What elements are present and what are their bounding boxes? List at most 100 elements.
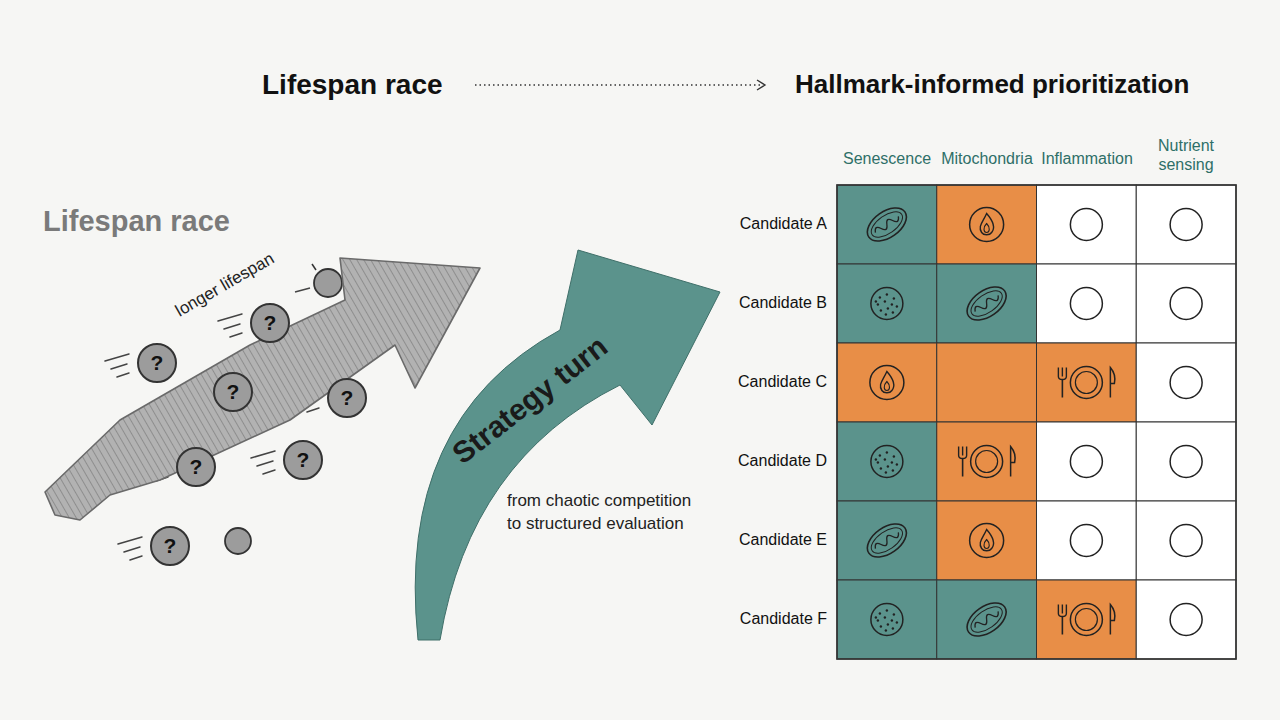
empty-ring xyxy=(1170,446,1202,478)
plain-ball xyxy=(314,269,342,297)
cell-icon xyxy=(896,621,898,623)
motion-line xyxy=(307,408,319,412)
plate-icon xyxy=(1075,372,1097,394)
empty-ring xyxy=(1170,209,1202,241)
empty-ring xyxy=(1170,367,1202,399)
cell-icon xyxy=(891,619,893,621)
motion-line xyxy=(118,537,142,544)
cell-icon xyxy=(887,307,889,309)
cell-icon xyxy=(880,309,882,311)
cell-icon xyxy=(887,623,889,625)
motion-line xyxy=(295,288,310,292)
knife-icon xyxy=(1011,447,1016,477)
cell-icon xyxy=(886,451,888,453)
question-ball: ? xyxy=(327,378,367,418)
arrow-outline xyxy=(40,240,490,530)
cell-icon xyxy=(877,303,879,305)
hallmark-table xyxy=(837,185,1236,659)
motion-line xyxy=(257,461,273,466)
section-title: Lifespan race xyxy=(43,204,273,239)
turn-arrow: Strategy turn xyxy=(390,240,730,645)
table-cell xyxy=(937,422,1037,501)
cell-icon xyxy=(885,313,887,315)
row-header: Candidate B xyxy=(690,293,827,312)
mitochondria-icon xyxy=(961,280,1012,327)
empty-ring xyxy=(1170,525,1202,557)
ball-mark: ? xyxy=(341,386,354,410)
fork-icon xyxy=(1062,617,1064,635)
cell-icon xyxy=(893,297,895,299)
arrow-outline xyxy=(390,240,730,645)
cell-icon xyxy=(884,616,886,618)
table-cell xyxy=(837,185,937,264)
cell-icon xyxy=(893,455,895,457)
empty-ring xyxy=(1070,209,1102,241)
cell-icon xyxy=(893,613,895,615)
table-cell xyxy=(1037,185,1137,264)
cell-icon xyxy=(884,300,886,302)
column-header: Inflammation xyxy=(1037,149,1137,168)
table-cell xyxy=(837,501,937,580)
plate-icon xyxy=(976,451,998,473)
table-cell xyxy=(837,343,937,422)
knife-icon xyxy=(1110,368,1115,398)
table-cell xyxy=(1037,264,1137,343)
cell-icon xyxy=(871,604,903,636)
plate-icon xyxy=(1070,604,1102,636)
cell-icon xyxy=(886,609,888,611)
cell-icon xyxy=(880,625,882,627)
flame-icon xyxy=(970,208,1004,242)
cell-icon xyxy=(892,627,894,629)
table-cell xyxy=(837,580,937,659)
arrow-head xyxy=(757,80,765,90)
question-ball: ? xyxy=(283,440,323,480)
table-cell xyxy=(937,264,1037,343)
table-cell xyxy=(1037,580,1137,659)
cell-icon xyxy=(880,467,882,469)
cell-icon xyxy=(896,305,898,307)
sketch-arrow: longer lifespan xyxy=(40,240,490,530)
table-cell xyxy=(837,422,937,501)
motion-line xyxy=(312,264,316,270)
mitochondria-icon xyxy=(873,530,900,552)
table-cell xyxy=(1136,501,1236,580)
table-cell xyxy=(1136,422,1236,501)
arrow-fill xyxy=(45,258,480,520)
header-text: Hallmark-informed prioritization xyxy=(795,69,1235,100)
column-header: Nutrient sensing xyxy=(1146,136,1226,174)
flame-icon xyxy=(880,372,894,393)
flame-icon xyxy=(884,382,889,391)
empty-ring xyxy=(1070,525,1102,557)
mitochondria-icon xyxy=(973,609,1000,631)
ball-mark: ? xyxy=(227,380,240,404)
empty-ring xyxy=(1070,446,1102,478)
table-cell xyxy=(937,501,1037,580)
ball-mark: ? xyxy=(190,455,203,479)
plate-icon xyxy=(971,446,1003,478)
motion-line xyxy=(111,364,127,369)
question-ball: ? xyxy=(213,372,253,412)
mitochondria-icon xyxy=(867,523,907,558)
fork-icon xyxy=(1062,380,1064,398)
flame-icon xyxy=(980,214,994,235)
cell-icon xyxy=(892,469,894,471)
cell-icon xyxy=(891,303,893,305)
motion-line xyxy=(263,470,275,474)
cell-icon xyxy=(877,461,879,463)
plate-icon xyxy=(1075,609,1097,631)
ball-mark: ? xyxy=(297,448,310,472)
table-cell xyxy=(937,185,1037,264)
ball-mark: ? xyxy=(264,311,277,335)
cell-icon xyxy=(879,454,881,456)
cell-icon xyxy=(875,458,877,460)
row-header: Candidate C xyxy=(690,372,827,391)
mitochondria-icon xyxy=(867,207,907,242)
column-header: Senescence xyxy=(837,149,937,168)
table-border xyxy=(837,185,1236,659)
mitochondria-icon xyxy=(967,602,1007,637)
mitochondria-icon xyxy=(861,201,912,248)
table-cell xyxy=(837,264,937,343)
fork-icon xyxy=(962,459,964,477)
empty-ring xyxy=(1070,288,1102,320)
